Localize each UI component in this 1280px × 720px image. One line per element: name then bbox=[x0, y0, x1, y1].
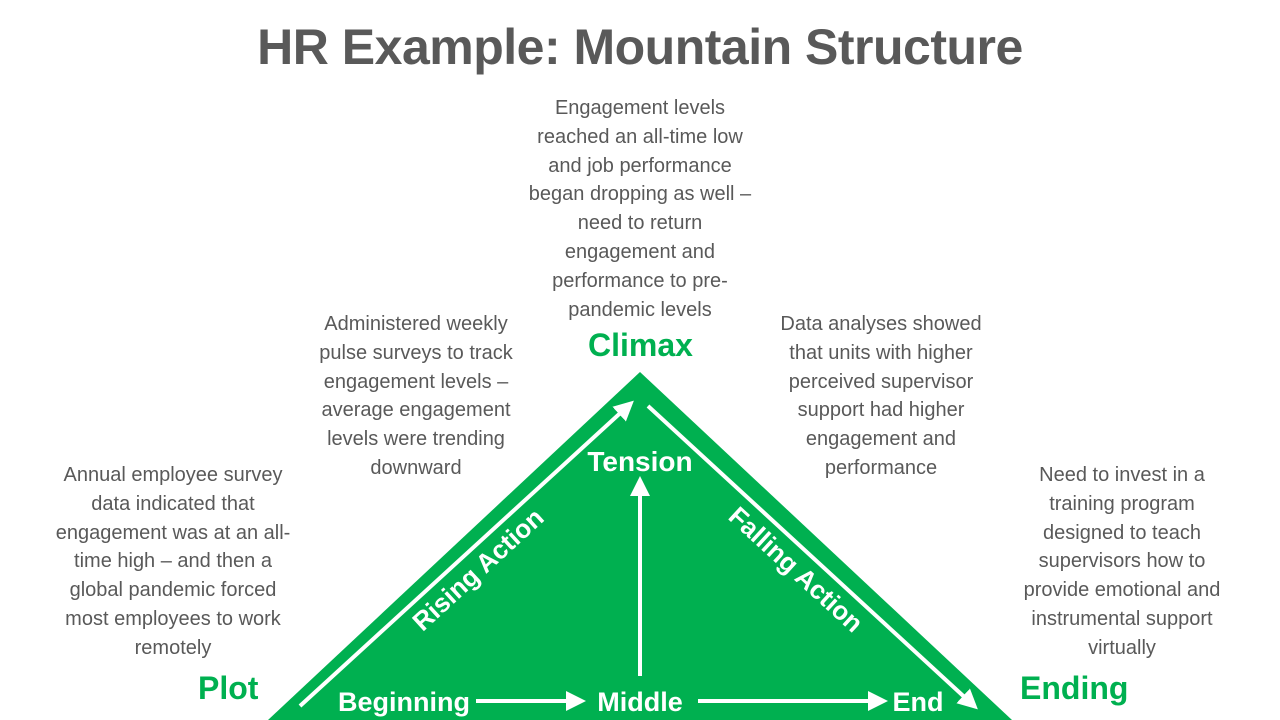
ending-label: Ending bbox=[1020, 670, 1129, 706]
plot-label: Plot bbox=[198, 670, 259, 706]
beginning-label: Beginning bbox=[338, 687, 470, 717]
falling-action-note: Data analyses showed that units with hig… bbox=[780, 313, 982, 479]
end-label: End bbox=[893, 687, 944, 717]
middle-label: Middle bbox=[597, 687, 683, 717]
climax-note: Engagement levels reached an all-time lo… bbox=[528, 97, 752, 321]
rising-action-note: Administered weekly pulse surveys to tra… bbox=[319, 313, 513, 479]
plot-note: Annual employee survey data indicated th… bbox=[55, 464, 291, 659]
ending-note: Need to invest in a training program des… bbox=[1023, 464, 1221, 659]
climax-label: Climax bbox=[588, 327, 693, 363]
tension-label: Tension bbox=[587, 446, 692, 477]
rising-action-arrow bbox=[298, 400, 634, 708]
page-title: HR Example: Mountain Structure bbox=[257, 19, 1023, 75]
falling-action-arrow bbox=[646, 404, 978, 710]
